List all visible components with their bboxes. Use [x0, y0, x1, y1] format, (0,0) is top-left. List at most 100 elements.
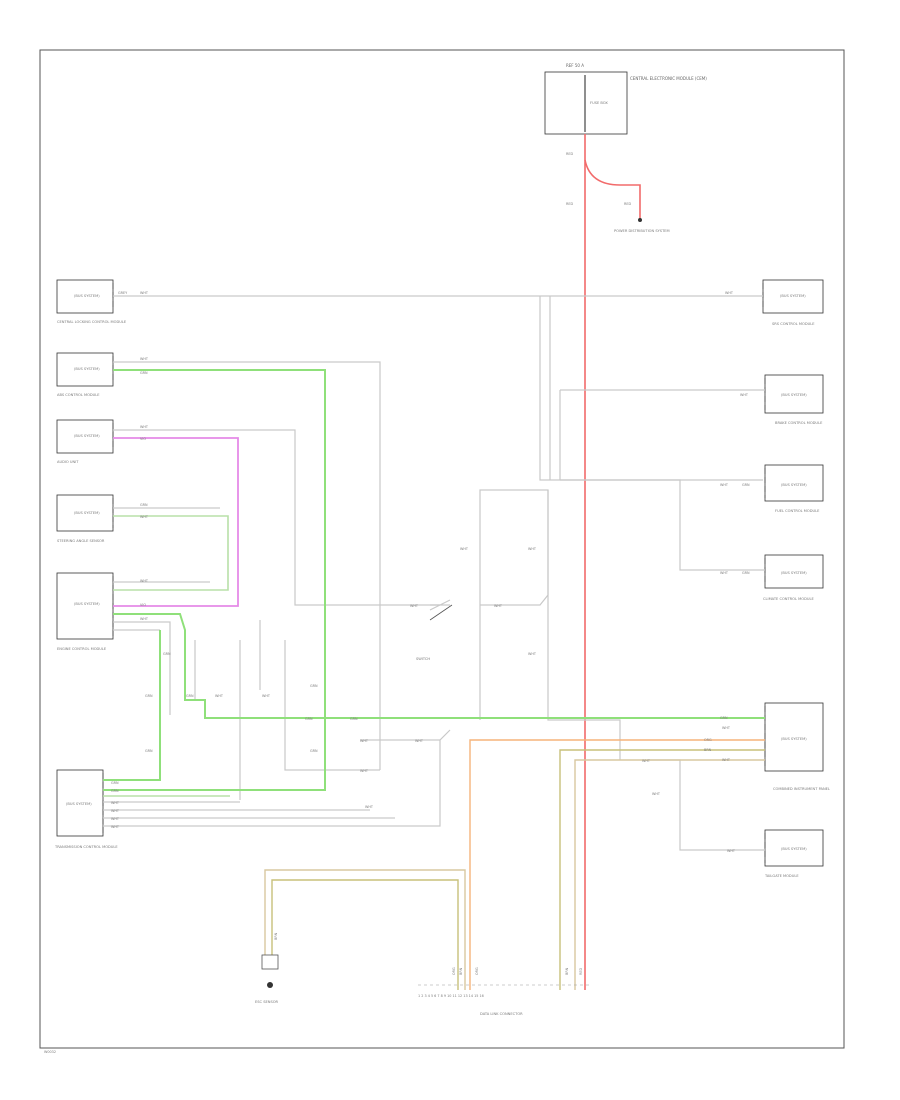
pink-wire-audio [113, 437, 239, 607]
svg-text:WHT: WHT [111, 825, 120, 829]
esc-sensor: ESC SENSOR [255, 954, 279, 1004]
diagram-code: W0032 [44, 1050, 56, 1054]
svg-text:(BUS SYSTEM): (BUS SYSTEM) [781, 483, 807, 487]
svg-text:GRN: GRN [111, 781, 119, 785]
svg-text:WHT: WHT [140, 357, 149, 361]
svg-text:GRN: GRN [305, 717, 313, 721]
svg-text:WHT: WHT [140, 617, 149, 621]
svg-text:WHT: WHT [725, 291, 734, 295]
green-wire-engine [113, 613, 765, 719]
wire-label-red-1: RED [566, 152, 573, 156]
svg-text:WHT: WHT [140, 579, 149, 583]
svg-text:WHT: WHT [111, 801, 120, 805]
svg-text:TAILGATE MODULE: TAILGATE MODULE [764, 874, 799, 878]
svg-text:WHT: WHT [722, 758, 731, 762]
svg-text:VIO: VIO [140, 603, 146, 607]
svg-text:(BUS SYSTEM): (BUS SYSTEM) [74, 602, 100, 606]
cem-name: CENTRAL ELECTRONIC MODULE (CEM) [630, 76, 707, 81]
svg-text:WHT: WHT [262, 694, 271, 698]
svg-text:WHT: WHT [528, 547, 537, 551]
svg-text:ORG: ORG [452, 967, 456, 975]
abs-module: (BUS SYSTEM) ABS CONTROL MODULE [56, 352, 114, 397]
svg-text:GRN: GRN [742, 483, 750, 487]
cem-inner-label: FUSE BOX [590, 101, 608, 105]
svg-text:WHT: WHT [494, 604, 503, 608]
wire-label-red-2: RED [566, 202, 573, 206]
svg-text:WHT: WHT [740, 393, 749, 397]
brake-module: (BUS SYSTEM) BRAKE CONTROL MODULE [764, 374, 824, 425]
svg-text:SRS CONTROL MODULE: SRS CONTROL MODULE [772, 322, 815, 326]
power-distribution-label: POWER DISTRIBUTION SYSTEM [614, 229, 670, 233]
svg-text:WHT: WHT [727, 849, 736, 853]
fuel-module: (BUS SYSTEM) FUEL CONTROL MODULE [764, 464, 824, 513]
svg-text:RED: RED [579, 968, 583, 975]
svg-text:BRN: BRN [704, 748, 712, 752]
svg-text:BRN: BRN [459, 967, 463, 975]
cem-box [544, 71, 628, 135]
combined-instrument-module: (BUS SYSTEM) COMBINED INSTRUMENT PANEL [764, 702, 830, 791]
svg-text:WHT: WHT [720, 571, 729, 575]
svg-text:GRN: GRN [742, 571, 750, 575]
svg-text:WHT: WHT [460, 547, 469, 551]
data-link-connector: 1 2 3 4 5 6 7 8 9 10 11 12 13 14 15 16 D… [418, 984, 590, 1016]
svg-text:BRN: BRN [565, 967, 569, 975]
svg-text:GRN: GRN [720, 716, 728, 720]
svg-text:(BUS SYSTEM): (BUS SYSTEM) [74, 434, 100, 438]
svg-text:BRN: BRN [274, 932, 278, 940]
svg-text:WHT: WHT [140, 515, 149, 519]
switch-symbol: SWITCH [416, 604, 453, 661]
cem-title: REF 50 A [566, 63, 584, 68]
svg-text:GRN: GRN [111, 789, 119, 793]
svg-text:(BUS SYSTEM): (BUS SYSTEM) [781, 571, 807, 575]
audio-module: (BUS SYSTEM) AUDIO UNIT [56, 419, 114, 464]
svg-text:GRN: GRN [186, 694, 194, 698]
svg-text:ORG: ORG [475, 967, 479, 975]
svg-text:ENGINE CONTROL MODULE: ENGINE CONTROL MODULE [57, 647, 107, 651]
cem-component: REF 50 A CENTRAL ELECTRONIC MODULE (CEM)… [544, 63, 707, 135]
green-wire-steering [113, 515, 229, 591]
svg-text:WHT: WHT [722, 726, 731, 730]
svg-text:WHT: WHT [140, 291, 149, 295]
svg-text:WHT: WHT [410, 604, 419, 608]
svg-text:GRN: GRN [310, 684, 318, 688]
svg-text:CLIMATE CONTROL MODULE: CLIMATE CONTROL MODULE [763, 597, 814, 601]
svg-text:AUDIO UNIT: AUDIO UNIT [57, 460, 79, 464]
svg-text:GRN: GRN [310, 749, 318, 753]
olive-wire [559, 749, 765, 990]
svg-text:(BUS SYSTEM): (BUS SYSTEM) [74, 294, 100, 298]
svg-text:GRN: GRN [145, 749, 153, 753]
svg-text:WHT: WHT [360, 769, 369, 773]
svg-text:VIO: VIO [140, 437, 146, 441]
climate-module: (BUS SYSTEM) CLIMATE CONTROL MODULE [763, 554, 824, 601]
svg-text:COMBINED INSTRUMENT PANEL: COMBINED INSTRUMENT PANEL [773, 787, 830, 791]
orange-wire [469, 739, 765, 990]
svg-text:(BUS SYSTEM): (BUS SYSTEM) [66, 802, 92, 806]
svg-text:GRN: GRN [350, 717, 358, 721]
green-wire-abs [103, 369, 326, 791]
steering-sensor-module: (BUS SYSTEM) STEERING ANGLE SENSOR [56, 494, 114, 543]
central-locking-module: (BUS SYSTEM) CENTRAL LOCKING CONTROL MOD… [56, 279, 127, 324]
svg-text:FUEL CONTROL MODULE: FUEL CONTROL MODULE [775, 509, 820, 513]
connector-pin-row: 1 2 3 4 5 6 7 8 9 10 11 12 13 14 15 16 [418, 994, 484, 998]
svg-text:WHT: WHT [652, 792, 661, 796]
svg-text:(BUS SYSTEM): (BUS SYSTEM) [781, 847, 807, 851]
svg-text:GRN: GRN [145, 694, 153, 698]
svg-text:ESC SENSOR: ESC SENSOR [255, 1000, 279, 1004]
svg-text:WHT: WHT [360, 739, 369, 743]
svg-text:WHT: WHT [215, 694, 224, 698]
svg-text:BRAKE CONTROL MODULE: BRAKE CONTROL MODULE [775, 421, 823, 425]
svg-text:ORG: ORG [704, 738, 712, 742]
svg-text:GRN: GRN [140, 503, 148, 507]
wire-label-red-3: RED [624, 202, 631, 206]
svg-text:CENTRAL LOCKING CONTROL MODULE: CENTRAL LOCKING CONTROL MODULE [57, 320, 127, 324]
svg-text:WHT: WHT [415, 739, 424, 743]
svg-text:SWITCH: SWITCH [416, 657, 430, 661]
svg-text:(BUS SYSTEM): (BUS SYSTEM) [74, 367, 100, 371]
svg-text:WHT: WHT [140, 425, 149, 429]
svg-text:(BUS SYSTEM): (BUS SYSTEM) [781, 393, 807, 397]
transmission-module: (BUS SYSTEM) TRANSMISSION CONTROL MODULE [54, 769, 118, 849]
svg-text:WHT: WHT [642, 759, 651, 763]
svg-text:WHT: WHT [111, 809, 120, 813]
ground-dot [638, 218, 642, 222]
